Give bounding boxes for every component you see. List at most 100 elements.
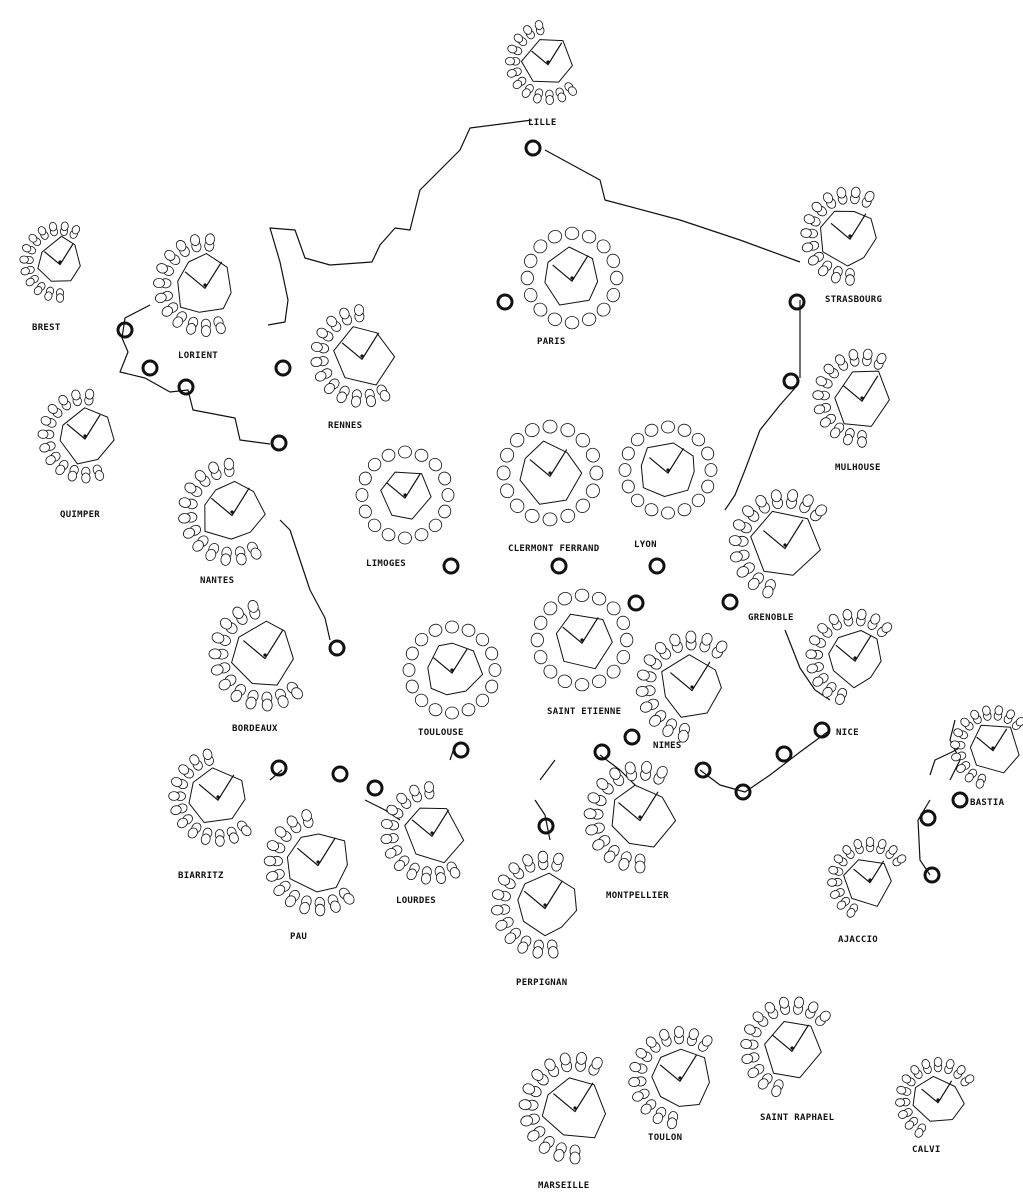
glyph-cell: [596, 302, 611, 317]
glyph-core: [820, 210, 877, 267]
glyph-cell: [956, 763, 966, 773]
glyph-facet: [433, 647, 469, 674]
glyph-cell: [850, 186, 861, 199]
glyph-cell: [28, 233, 38, 243]
glyph-cell: [747, 577, 760, 591]
glyph-cell: [47, 404, 58, 414]
glyph-center-dot: [548, 471, 552, 475]
glyph-cell: [802, 494, 814, 507]
glyph-cell: [994, 705, 1004, 716]
glyph-cell: [208, 461, 219, 474]
glyph-cell: [19, 255, 29, 264]
glyph-cell: [910, 1065, 920, 1075]
glyph-cell: [544, 1058, 556, 1071]
city-label-marseille: MARSEILLE: [538, 1181, 589, 1191]
city-glyph-saint-raphael: [740, 996, 831, 1098]
glyph-cell: [58, 394, 69, 406]
glyph-core: [188, 767, 246, 823]
glyph-cell: [263, 855, 277, 867]
city-glyph-ajaccio: [827, 837, 907, 918]
city-glyph-brest: [19, 221, 81, 303]
glyph-cell: [673, 1026, 685, 1038]
glyph-facet: [618, 791, 659, 822]
glyph-cell: [542, 419, 558, 434]
outline-segment-13: [699, 729, 831, 793]
glyph-cell: [37, 226, 47, 236]
glyph-cell: [266, 840, 279, 851]
glyph-cell: [414, 693, 429, 708]
glyph-cell: [367, 518, 382, 533]
glyph-center-dot: [230, 510, 234, 514]
glyph-cell: [896, 1085, 907, 1095]
glyph-cell: [982, 705, 991, 716]
glyph-cell: [512, 80, 523, 89]
glyph-cell: [37, 429, 49, 439]
glyph-cell: [500, 447, 515, 463]
glyph-cell: [405, 679, 419, 694]
glyph-facet: [670, 661, 711, 692]
city-glyph-bordeaux: [208, 600, 303, 712]
glyph-cell: [194, 470, 207, 482]
glyph-cell: [616, 615, 630, 631]
outline-segment-17: [539, 759, 556, 781]
glyph-cell: [475, 632, 490, 647]
glyph-cell: [975, 778, 985, 789]
city-glyph-paris: [520, 226, 624, 330]
city-glyph-grenoble: [728, 489, 828, 599]
glyph-cell: [500, 483, 515, 499]
glyph-cell: [518, 1099, 532, 1111]
glyph-cell: [84, 388, 95, 400]
glyph-cell: [834, 354, 846, 366]
city-glyph-lyon: [618, 420, 718, 520]
glyph-cell: [547, 230, 563, 244]
glyph-cell: [299, 901, 310, 915]
city-labels: LILLEBRESTLORIENTRENNESPARISSTRASBOURGMU…: [32, 118, 1004, 1191]
glyph-cell: [618, 463, 632, 477]
city-label-nantes: NANTES: [200, 576, 234, 586]
glyph-cell: [60, 221, 69, 231]
city-label-pau: PAU: [290, 932, 307, 942]
junction-ring-9: [270, 434, 288, 452]
glyph-cell: [218, 678, 231, 691]
city-glyph-lorient: [153, 233, 232, 337]
glyph-cell: [506, 69, 517, 78]
glyph-cell: [630, 493, 645, 508]
junction-ring-24: [734, 783, 752, 801]
glyph-center-dot: [853, 656, 857, 660]
glyph-cell: [596, 239, 611, 254]
city-label-grenoble: GRENOBLE: [748, 613, 794, 623]
city-label-paris: PARIS: [537, 337, 566, 347]
glyph-cell: [48, 222, 58, 232]
glyph-cell: [409, 784, 420, 797]
glyph-facet: [835, 635, 872, 662]
glyph-cell: [950, 740, 961, 749]
glyph-core: [555, 613, 613, 670]
glyph-cell: [778, 996, 790, 1009]
glyph-cell: [25, 277, 35, 287]
glyph-cell: [523, 25, 533, 35]
glyph-cell: [524, 423, 540, 438]
glyph-cell: [524, 253, 538, 269]
glyph-center-dot: [868, 878, 872, 882]
glyph-cell: [603, 850, 616, 863]
city-label-lyon: LYON: [634, 540, 657, 550]
glyph-cell: [770, 489, 782, 503]
glyph-cell: [414, 448, 429, 462]
glyph-cell: [220, 553, 231, 566]
glyph-cell: [379, 390, 391, 402]
glyph-cell: [606, 601, 621, 616]
glyph-cell: [398, 531, 412, 545]
glyph-cell: [836, 900, 847, 910]
glyph-cell: [414, 528, 429, 542]
glyph-cell: [624, 761, 636, 775]
glyph-cell: [438, 504, 452, 519]
outline-segment-6: [279, 519, 331, 641]
glyph-cell: [815, 376, 827, 387]
glyph-cell: [701, 632, 713, 646]
glyph-facet: [243, 629, 284, 660]
glyph-cell: [662, 724, 674, 737]
glyph-cell: [888, 845, 898, 855]
city-label-perpignan: PERPIGNAN: [516, 978, 567, 988]
glyph-core: [37, 235, 81, 282]
